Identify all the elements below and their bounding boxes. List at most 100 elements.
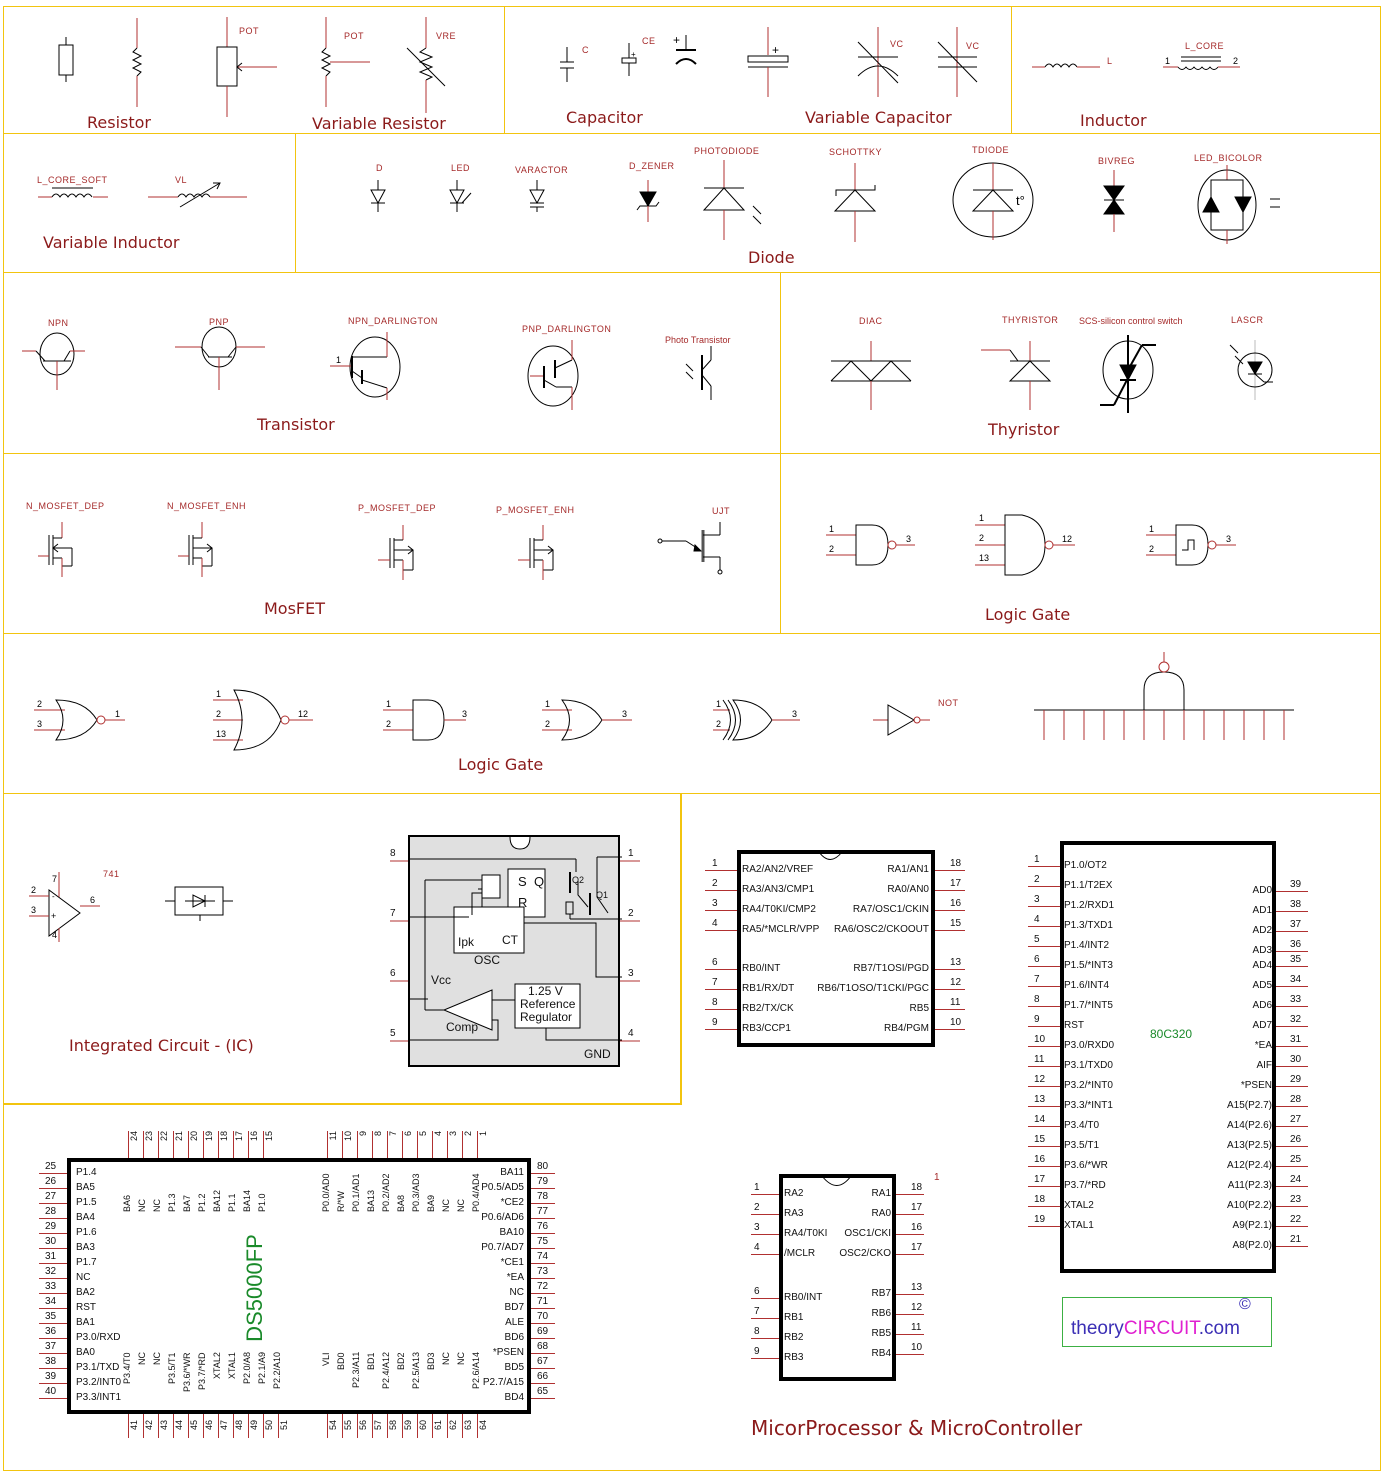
pin-number: 46 — [204, 1420, 214, 1431]
pin-number: 17 — [234, 1131, 244, 1142]
title-ic: Integrated Circuit - (IC) — [69, 1036, 254, 1055]
pin-wire — [39, 1278, 67, 1279]
schmitt-nand-gate-icon: 123 — [1146, 524, 1236, 566]
pin-number: 8 — [754, 1326, 760, 1337]
pin-wire — [39, 1218, 67, 1219]
pin-number: 48 — [234, 1420, 244, 1431]
pin-wire — [1028, 866, 1060, 867]
reg-gnd: GND — [584, 1047, 611, 1061]
label-d: D — [376, 163, 383, 173]
pin-label: NC — [137, 1199, 147, 1212]
pin-label: AD4 — [1252, 960, 1272, 971]
pin-number: 2 — [754, 1202, 760, 1213]
inductor-icon — [1032, 63, 1100, 68]
pin-number: 39 — [45, 1371, 57, 1382]
pin-label: P0.6/AD6 — [481, 1212, 524, 1223]
pin-label: AD1 — [1252, 905, 1272, 916]
reg-ref1: 1.25 V — [528, 984, 563, 998]
pin-number: 55 — [343, 1420, 353, 1431]
pin-label: RA4/T0KI — [784, 1228, 828, 1239]
pin-wire — [1028, 1086, 1060, 1087]
pin-number: 12 — [950, 977, 962, 988]
trimmer-capacitor-icon — [937, 27, 978, 97]
pin-wire — [1028, 1046, 1060, 1047]
pin-label: AD2 — [1252, 925, 1272, 936]
reg-comp: Comp — [446, 1020, 479, 1034]
pin-number: 41 — [129, 1420, 139, 1431]
pin-label: RB0/INT — [784, 1292, 823, 1303]
pin-label: RA1/AN1 — [887, 864, 929, 875]
pin-label: P3.4/T0 — [122, 1352, 132, 1384]
svg-text:1: 1 — [545, 699, 550, 709]
pin-label: A15(P2.7) — [1226, 1100, 1272, 1111]
pin-label: P1.1 — [227, 1193, 237, 1212]
pin-label: P3.0/RXD — [76, 1332, 121, 1343]
pin-wire — [751, 1194, 779, 1195]
svg-text:12: 12 — [298, 709, 308, 719]
pin-label: NC — [509, 1287, 524, 1298]
pin-wire — [39, 1368, 67, 1369]
reg-ct: CT — [502, 933, 518, 947]
svg-text:2: 2 — [386, 719, 391, 729]
pin-number: 28 — [45, 1206, 57, 1217]
pin-number: 58 — [388, 1420, 398, 1431]
pin-wire — [531, 1293, 555, 1294]
pin-number: 11 — [911, 1322, 922, 1333]
label-741: 741 — [103, 869, 120, 879]
label-vl: VL — [175, 175, 188, 185]
pin-label: RA5/*MCLR/VPP — [742, 924, 820, 935]
bipolar-capacitor-icon: + — [747, 27, 789, 97]
reg-ref3: Regulator — [520, 1010, 573, 1024]
svg-text:3: 3 — [31, 905, 36, 915]
pin-label: BA6 — [122, 1194, 132, 1212]
thyristor-icon — [981, 341, 1052, 410]
label-ce: CE — [642, 36, 656, 46]
label-pnp: PNP — [209, 317, 230, 327]
pin-number: 13 — [950, 957, 962, 968]
reg-vcc: Vcc — [431, 973, 452, 987]
svg-text:1: 1 — [336, 355, 341, 365]
pin-number: 40 — [45, 1386, 57, 1397]
pin-wire — [342, 1414, 343, 1438]
svg-text:+: + — [673, 33, 680, 47]
pin-number: 9 — [754, 1346, 760, 1357]
pin-label: A9(P2.1) — [1232, 1220, 1272, 1231]
reg-pin-4: 4 — [628, 1028, 634, 1039]
pin-label: RA2/AN2/VREF — [742, 864, 814, 875]
xor-gate-icon: 123 — [713, 699, 800, 741]
pin-label: BA3 — [76, 1242, 95, 1253]
pin-label: P2.7/A15 — [482, 1377, 524, 1388]
pin-wire — [531, 1248, 555, 1249]
pin-number: 6 — [1034, 954, 1040, 965]
pin-wire — [531, 1398, 555, 1399]
pin-label: RB3 — [784, 1352, 804, 1363]
reg-pin-1: 1 — [628, 848, 634, 859]
pin-label: P1.4 — [76, 1167, 97, 1178]
pin-label: RB7 — [871, 1288, 891, 1299]
pin-wire — [1276, 1166, 1308, 1167]
pin-label: P3.2/*INT0 — [1064, 1080, 1113, 1091]
pin-label: R/*W — [336, 1191, 346, 1212]
schottky-diode-icon — [833, 163, 877, 242]
pin-label: AD5 — [1252, 980, 1272, 991]
pin-wire — [705, 890, 737, 891]
pin-label: RB2 — [784, 1332, 804, 1343]
pin-label: P3.1/TXD — [76, 1362, 120, 1373]
pin-label: P2.1/A9 — [257, 1352, 267, 1385]
label-diac: DIAC — [859, 316, 883, 326]
pin-number: 72 — [537, 1281, 549, 1292]
n-mosfet-depletion-icon — [38, 522, 73, 577]
pin-label: AD6 — [1252, 1000, 1272, 1011]
pin-number: 67 — [537, 1356, 549, 1367]
theorycircuit-logo[interactable]: © theoryCIRCUIT.com — [1062, 1296, 1272, 1347]
pin-label: RST — [1064, 1020, 1084, 1031]
pin-wire — [531, 1368, 555, 1369]
svg-text:1: 1 — [1149, 524, 1154, 534]
pin-wire — [705, 870, 737, 871]
pin-wire — [143, 1414, 144, 1438]
pin-number: 1 — [478, 1131, 488, 1137]
pin-wire — [531, 1308, 555, 1309]
pin-number: 9 — [1034, 1014, 1040, 1025]
pin-wire — [1276, 911, 1308, 912]
